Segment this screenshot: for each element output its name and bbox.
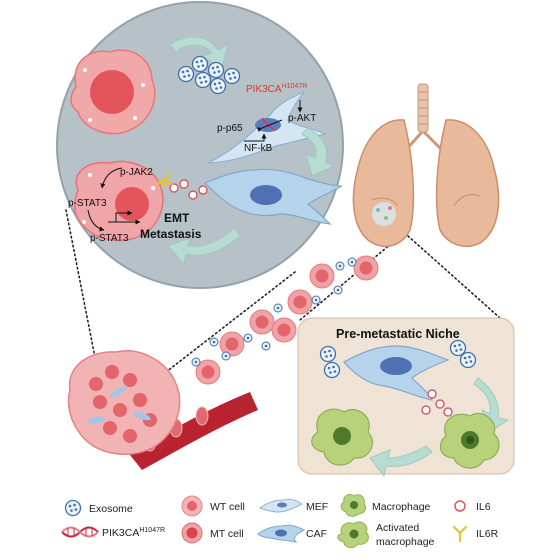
p-stat3-label: p-STAT3 xyxy=(90,233,129,244)
p-jak2-label: p-JAK2 xyxy=(120,167,153,178)
legend-caf: CAF xyxy=(257,524,327,543)
nf-kb-label: NF-kB xyxy=(244,143,273,154)
flow-arrow-icon xyxy=(169,36,229,69)
legend-pik3ca: PIK3CAH1047R xyxy=(61,526,165,539)
il6r-icon xyxy=(452,525,468,543)
svg-text:Macrophage: Macrophage xyxy=(372,501,431,513)
flow-arrow-icon xyxy=(369,445,433,478)
legend-macrophage: Macrophage xyxy=(340,493,431,517)
legend-mef: MEF xyxy=(258,498,328,513)
svg-text:IL6: IL6 xyxy=(476,501,491,513)
macrophage-icon xyxy=(311,408,373,466)
svg-text:macrophage: macrophage xyxy=(376,536,435,548)
metastasis-label: Metastasis xyxy=(140,227,202,241)
legend-exosome: Exosome xyxy=(64,499,133,517)
p-p65-label: p-p65 xyxy=(217,123,243,134)
svg-text:MEF: MEF xyxy=(306,501,328,513)
caf-cell-icon xyxy=(343,345,450,401)
legend-mt-cell: MT cell xyxy=(181,522,244,544)
emt-label: EMT xyxy=(164,211,190,225)
flow-arrow-icon xyxy=(301,127,336,177)
lung-icon xyxy=(352,83,500,248)
legend-il6: IL6 xyxy=(454,500,491,513)
niche-title: Pre-metastatic Niche xyxy=(336,327,460,341)
activated-macrophage-icon xyxy=(439,412,500,469)
svg-text:IL6R: IL6R xyxy=(476,528,499,540)
pik3ca-mutation-label: PIK3CAH1047R xyxy=(246,83,307,95)
legend-il6r: IL6R xyxy=(452,525,499,543)
p-akt-label: p-AKT xyxy=(288,113,316,124)
caf-cell-icon xyxy=(203,168,343,225)
tumor-cell-icon xyxy=(70,49,156,135)
svg-text:Activated: Activated xyxy=(376,522,419,534)
svg-text:CAF: CAF xyxy=(306,528,327,540)
p-stat3-label: p-STAT3 xyxy=(68,198,107,209)
il6r-icon xyxy=(154,172,174,188)
svg-text:MT cell: MT cell xyxy=(210,528,244,540)
legend-activated-macrophage: Activated macrophage xyxy=(337,521,435,549)
legend: Exosome PIK3CAH1047R WT cell MT cell xyxy=(61,493,499,549)
svg-text:WT cell: WT cell xyxy=(210,501,245,513)
tumor-mass-icon xyxy=(67,350,181,455)
svg-text:Exosome: Exosome xyxy=(89,503,133,515)
dna-helix-icon xyxy=(61,526,99,538)
svg-text:PIK3CAH1047R: PIK3CAH1047R xyxy=(102,527,165,539)
legend-wt-cell: WT cell xyxy=(181,495,245,517)
flow-arrow-icon xyxy=(167,227,241,266)
